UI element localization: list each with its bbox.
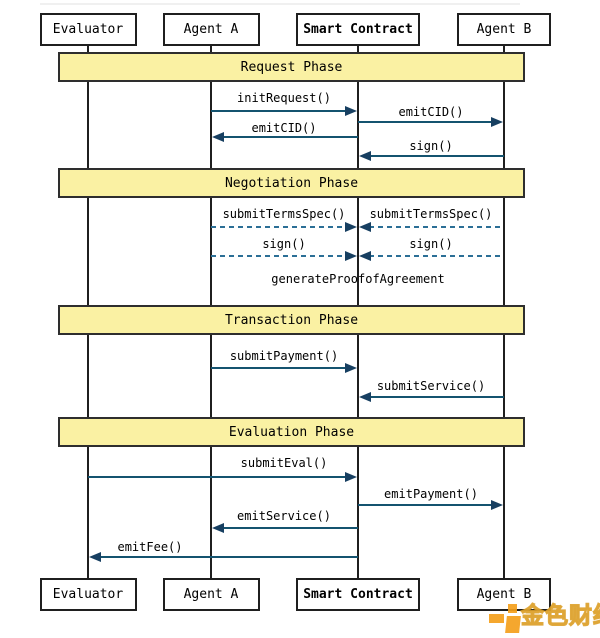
message-3-label: sign() (409, 139, 453, 153)
message-7-label: sign() (409, 237, 453, 251)
message-1-arrow-line (358, 121, 493, 123)
message-2-label: emitCID() (251, 121, 317, 135)
actor-box-bottom-smart-contract: Smart Contract (296, 578, 420, 611)
message-1-label: emitCID() (398, 105, 464, 119)
actor-box-top-agent-a: Agent A (162, 13, 260, 46)
message-13-label: emitService() (237, 509, 331, 523)
message-11-arrow-head (345, 472, 357, 482)
message-12-arrow-line (358, 504, 493, 506)
message-8-label: generateProofofAgreement (271, 272, 445, 286)
phase-band-transaction: Transaction Phase (58, 305, 525, 335)
message-9-label: submitPayment() (229, 349, 339, 363)
message-5-label: submitTermsSpec() (369, 207, 493, 221)
message-5-arrow-head (359, 222, 371, 232)
actor-box-top-evaluator: Evaluator (39, 13, 137, 46)
message-11-arrow-line (88, 476, 347, 478)
message-0-label: initRequest() (237, 91, 331, 105)
actor-box-bottom-agent-a: Agent A (162, 578, 260, 611)
message-10-arrow-head (359, 392, 371, 402)
message-14-arrow-line (99, 556, 358, 558)
logo-foot (489, 614, 504, 623)
message-4-arrow-head (345, 222, 357, 232)
message-2-arrow-line (222, 136, 358, 138)
message-0-arrow-line (211, 110, 347, 112)
message-12-label: emitPayment() (384, 487, 478, 501)
logo-bar (505, 616, 521, 633)
message-0-arrow-head (345, 106, 357, 116)
message-6-label: sign() (262, 237, 306, 251)
message-7-arrow-head (359, 251, 371, 261)
watermark-text: 金色财经 (520, 602, 600, 629)
message-3-arrow-line (369, 155, 504, 157)
watermark-jinse: 金色财经 (488, 601, 600, 634)
message-2-arrow-head (212, 132, 224, 142)
message-1-arrow-head (491, 117, 503, 127)
message-14-arrow-head (89, 552, 101, 562)
message-9-arrow-line (211, 367, 347, 369)
message-7-arrow-line (369, 255, 504, 257)
message-3-arrow-head (359, 151, 371, 161)
message-10-arrow-line (369, 396, 504, 398)
message-5-arrow-line (369, 226, 504, 228)
actor-box-top-agent-b: Agent B (457, 13, 551, 46)
message-6-arrow-line (211, 255, 347, 257)
actor-box-bottom-agent-b: Agent B (457, 578, 551, 611)
message-12-arrow-head (491, 500, 503, 510)
message-13-arrow-head (212, 523, 224, 533)
message-4-arrow-line (211, 226, 347, 228)
crop-artifact-line (40, 3, 520, 5)
actor-box-top-smart-contract: Smart Contract (296, 13, 420, 46)
message-9-arrow-head (345, 363, 357, 373)
message-10-label: submitService() (376, 379, 486, 393)
actor-box-bottom-evaluator: Evaluator (39, 578, 137, 611)
message-11-label: submitEval() (240, 456, 328, 470)
phase-band-negotiation: Negotiation Phase (58, 168, 525, 198)
phase-band-request: Request Phase (58, 52, 525, 82)
jinse-logo-icon (488, 604, 521, 634)
message-13-arrow-line (222, 527, 358, 529)
message-4-label: submitTermsSpec() (222, 207, 346, 221)
phase-band-evaluation: Evaluation Phase (58, 417, 525, 447)
message-6-arrow-head (345, 251, 357, 261)
logo-square (508, 604, 517, 613)
message-14-label: emitFee() (117, 540, 183, 554)
